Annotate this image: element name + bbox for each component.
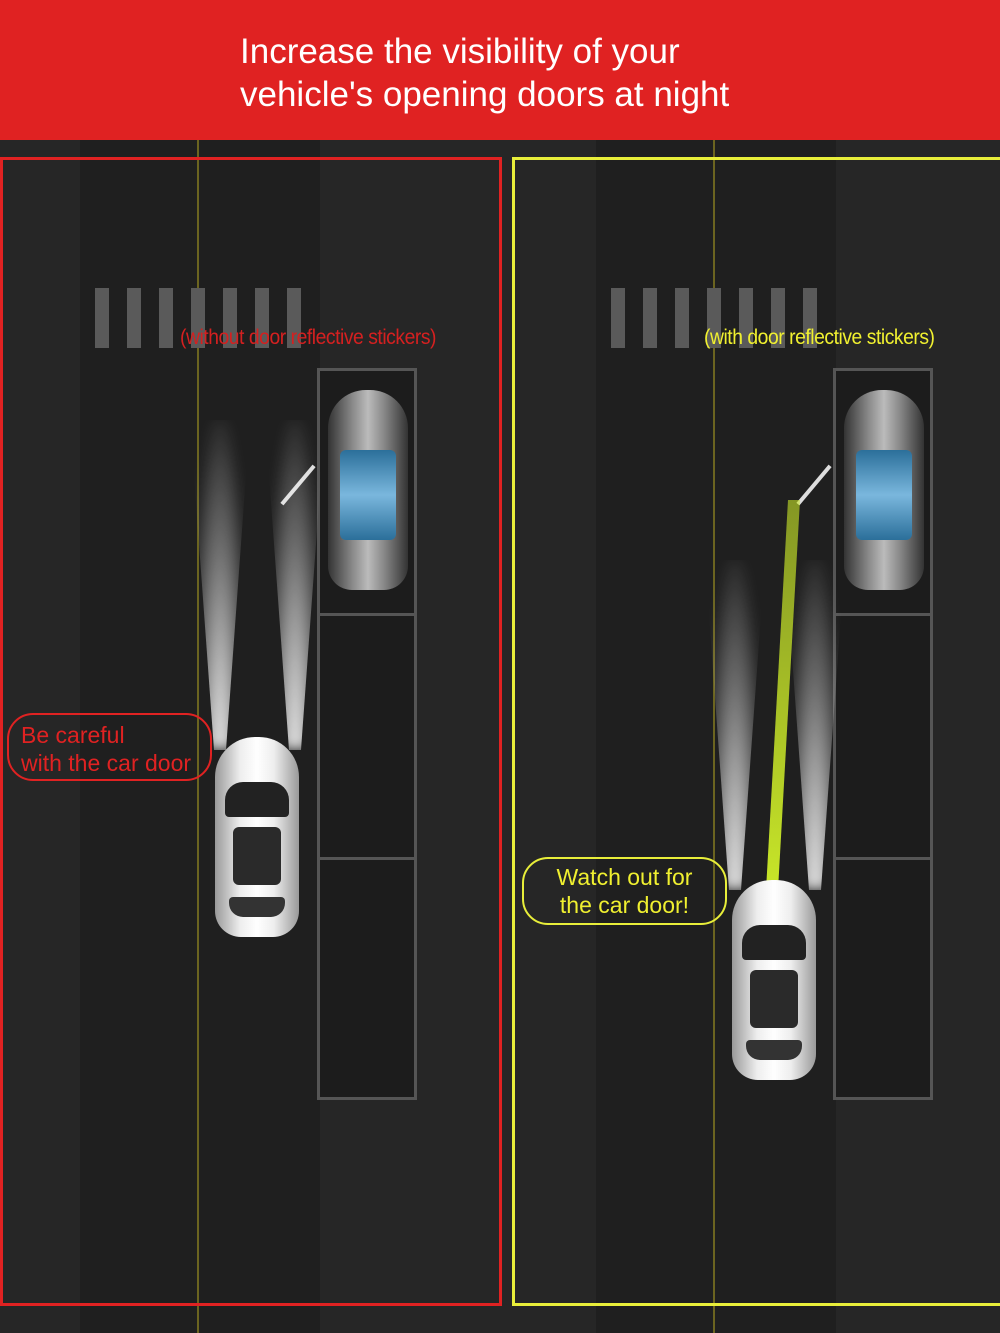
bubble-text: the car door! — [559, 892, 690, 918]
moving-car-left — [215, 737, 299, 937]
center-line — [713, 140, 715, 1333]
bubble-text: Watch out for — [556, 864, 693, 890]
bubble-text: with the car door — [21, 750, 192, 776]
parking-slot — [833, 613, 933, 860]
left-panel-frame — [0, 157, 502, 1306]
parking-slot — [833, 857, 933, 1100]
left-caption: (without door reflective stickers) — [180, 326, 437, 349]
title-line-1: Increase the visibility of your — [240, 32, 680, 71]
right-caption: (with door reflective stickers) — [704, 326, 935, 349]
right-panel-frame — [512, 157, 1000, 1306]
warning-bubble-left: Be careful with the car door — [7, 713, 212, 781]
parked-car-right — [796, 390, 924, 590]
parked-car-left — [280, 390, 408, 590]
warning-bubble-right: Watch out for the car door! — [522, 857, 727, 925]
bubble-text: Be careful — [21, 722, 125, 748]
title-line-2: vehicle's opening doors at night — [240, 75, 730, 114]
header-banner: Increase the visibility of your vehicle'… — [0, 0, 1000, 140]
moving-car-right — [732, 880, 816, 1080]
parking-slot — [317, 857, 417, 1100]
parking-slot — [317, 613, 417, 860]
